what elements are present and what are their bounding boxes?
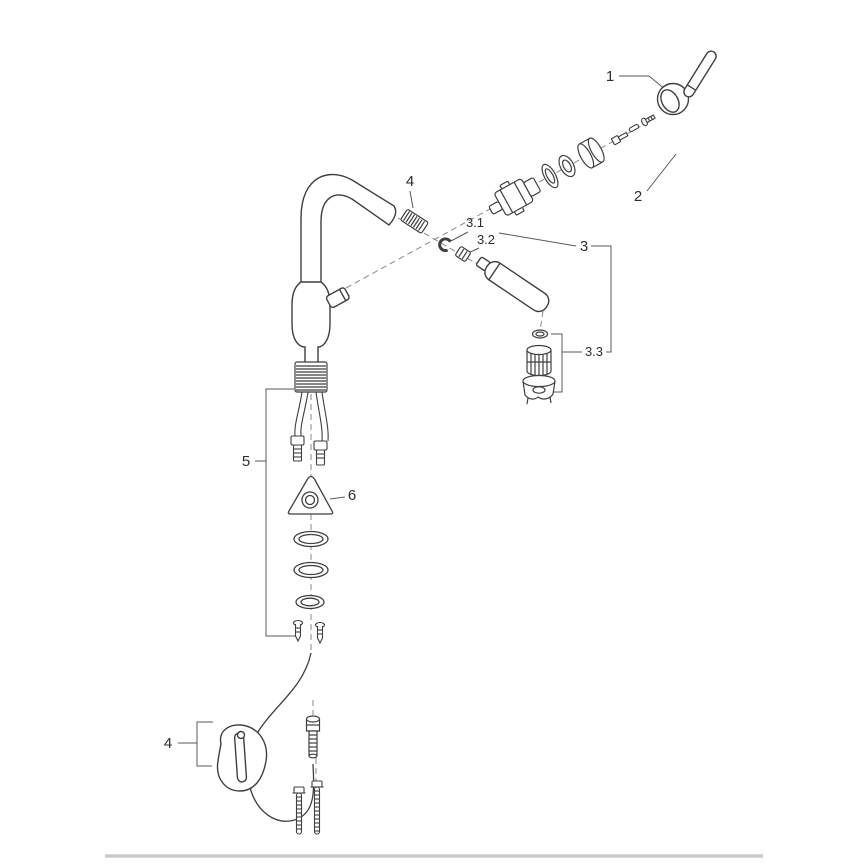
handle-pin [628, 123, 640, 133]
leader-1 [619, 75, 667, 91]
hose-weight [216, 724, 268, 792]
bracket-3-3 [551, 333, 563, 393]
spray-axis-line [397, 217, 485, 269]
coupling-nut [455, 246, 471, 262]
aerator-seal-ring [531, 329, 549, 339]
callout-2: 2 [634, 188, 642, 205]
cartridge-screw [611, 131, 629, 146]
fixing-screw-right [314, 621, 326, 645]
pull-out-hose [247, 652, 315, 822]
o-ring-2 [293, 561, 329, 579]
callout-4-top: 4 [406, 173, 414, 190]
bracket-5 [265, 388, 296, 637]
callout-4-bottom: 4 [164, 735, 172, 752]
callout-leader-lines [178, 75, 677, 767]
handle-screw [641, 114, 656, 127]
spout-arm [300, 173, 397, 282]
callout-6: 6 [348, 487, 356, 504]
lock-ring [295, 594, 325, 610]
retaining-clip [438, 237, 452, 253]
supply-hoses [294, 391, 329, 442]
cartridge [488, 177, 541, 216]
handle-cap [656, 82, 690, 116]
spout-coupling-thread [400, 209, 429, 234]
leader-4-top [409, 190, 414, 209]
callout-3-2: 3.2 [477, 232, 495, 247]
spray-head-wand [475, 256, 550, 313]
hose-bolt-right [310, 780, 324, 835]
aerator-parts [522, 329, 556, 405]
faucet-spout-body [291, 173, 397, 364]
hose-connector [305, 715, 321, 759]
o-ring-1 [293, 530, 329, 548]
bracket-4-bottom [196, 721, 213, 767]
callout-5: 5 [242, 453, 250, 470]
handle-lever [683, 50, 717, 98]
leader-3-left [498, 232, 577, 247]
leader-3-1 [448, 231, 469, 243]
aerator-housing [522, 374, 556, 405]
callout-3-1: 3.1 [466, 215, 484, 230]
fixing-screw-left [292, 619, 304, 643]
mixer-body [291, 281, 331, 364]
callout-labels: 1 2 3 3.1 3.2 3.3 4 5 6 4 [164, 68, 642, 752]
leader-3-right [591, 245, 612, 353]
escutcheon-ring [558, 154, 576, 178]
aerator-mesh-cylinder [526, 344, 552, 377]
callout-3: 3 [580, 238, 588, 255]
aerator-axis-line [539, 310, 544, 332]
cartridge-seal-ring [541, 163, 559, 189]
leader-2 [646, 153, 677, 192]
hose-fitting-left [290, 435, 305, 462]
hose-bolt-left [292, 786, 306, 835]
leader-6 [329, 496, 346, 500]
mounting-bracket-triangle [287, 475, 334, 515]
callout-3-3: 3.3 [585, 344, 603, 359]
escutcheon-sleeve [577, 137, 605, 169]
cartridge-port-stub [325, 287, 350, 309]
hose-fitting-right [313, 440, 328, 466]
mounting-shank-thread [294, 361, 328, 393]
callout-1: 1 [606, 68, 614, 85]
